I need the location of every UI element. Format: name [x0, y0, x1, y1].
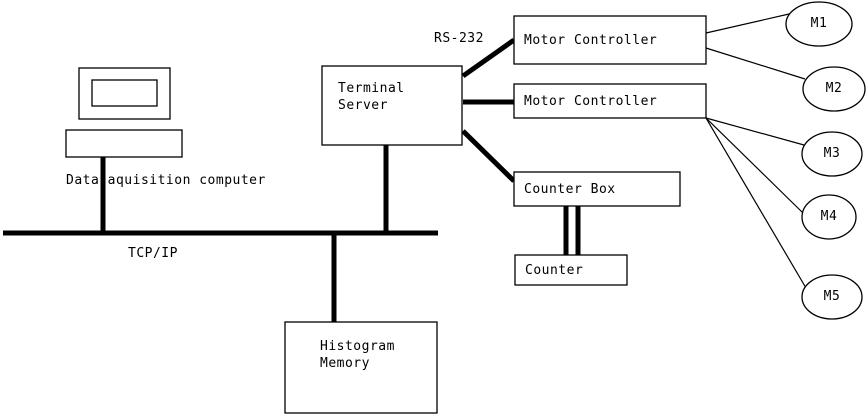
component-boxes [65, 15, 707, 414]
motor-m1-label: M1 [810, 16, 828, 31]
terminal-server-outline [321, 65, 463, 146]
thick-connection-lines [3, 37, 581, 323]
motor-m1-ellipse [785, 1, 853, 47]
mc1-to-m2 [705, 47, 806, 80]
ts-to-counterbox-link [461, 129, 516, 183]
data-acquisition-computer-label: Data aquisition computer [66, 173, 266, 188]
counter-label: Counter [525, 263, 584, 278]
histogram-memory-outline [284, 321, 438, 414]
motor-controller-2-outline [513, 83, 707, 119]
motor-m4-label: M4 [820, 209, 838, 224]
counter-box-label: Counter Box [524, 182, 616, 197]
mc2-to-m4 [705, 117, 804, 214]
mc2-to-m5 [705, 117, 807, 289]
terminal-server-label: Terminal Server [338, 81, 405, 113]
motor-m3-label: M3 [823, 146, 841, 161]
motor-m5-ellipse [801, 274, 863, 320]
tcpip-bus-label: TCP/IP [128, 246, 178, 261]
histogram-memory-label: Histogram Memory [320, 339, 395, 371]
thin-connection-lines [705, 13, 807, 289]
counter-box-outline [513, 171, 681, 207]
motor-m3-ellipse [801, 131, 863, 177]
motor-m2-label: M2 [825, 81, 843, 96]
ts-to-mc1-link [461, 37, 516, 79]
motor-m2-ellipse [802, 66, 866, 112]
computer-base-outline [65, 129, 183, 158]
mc1-to-m1 [705, 13, 790, 34]
counter-outline [514, 254, 628, 286]
motor-ellipses [785, 1, 866, 320]
motor-controller-1-outline [513, 15, 707, 65]
monitor-screen-outline [91, 79, 158, 107]
motor-m4-ellipse [801, 194, 857, 240]
motor-m5-label: M5 [823, 289, 841, 304]
motor-controller-1-label: Motor Controller [524, 33, 658, 48]
motor-controller-2-label: Motor Controller [524, 94, 658, 109]
mc2-to-m3 [705, 117, 805, 146]
rs232-link-label: RS-232 [434, 31, 484, 46]
